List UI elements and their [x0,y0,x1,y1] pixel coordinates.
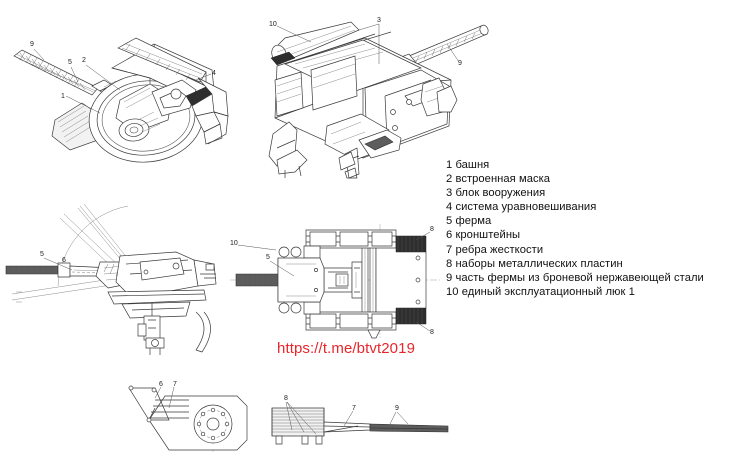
view-bracket-detail: 6 7 [125,378,270,456]
callout-4: 4 [212,70,216,77]
rear-curved-element [195,311,211,353]
legend-item-7: 7 ребра жесткости [446,243,736,257]
callouts: 5 10 8 8 [230,226,434,336]
view-side-elevation: 5 6 [0,190,235,355]
turret-base [107,289,207,319]
callouts: 8 7 9 [284,395,409,435]
callout-10: 10 [230,240,238,247]
maintenance-hatch [270,21,360,66]
legend-num-5: 5 [446,215,453,228]
watermark-url: https://t.me/btvt2019 [277,340,416,357]
callout-7: 7 [173,381,177,388]
legend-item-4: 4 система уравновешивания [446,200,736,214]
legend-list: 1 башня 2 встроенная маска 3 блок вооруж… [446,158,736,299]
callout-6: 6 [159,381,163,388]
legend-text-4: система уравновешивания [455,201,597,214]
bolt-circle [193,404,233,444]
legend-text-2: встроенная маска [455,173,551,186]
plate-stack [271,407,325,445]
hatch-circles [278,245,321,315]
view-plate-stack-detail: 8 7 9 [262,392,457,454]
legend-num-3: 3 [446,187,453,200]
callouts: 6 7 [154,381,177,409]
legend-num-10: 10 [446,285,459,298]
legend-num-8: 8 [446,257,453,270]
legend-num-4: 4 [446,201,453,214]
legend-text-3: блок вооружения [455,187,546,200]
armor-truss-strip [369,423,449,433]
pedestal-hydraulics [137,302,165,355]
legend-item-5: 5 ферма [446,214,736,228]
legend-text-7: ребра жесткости [455,243,544,256]
upper-armament-bay [305,229,427,253]
callout-3: 3 [377,17,381,24]
legend-text-1: башня [455,159,490,171]
legend-text-10: единый эксплуатационный люк 1 [461,285,635,298]
callouts: 10 3 9 [269,17,462,67]
left-bay-walls [277,257,325,303]
legend-item-8: 8 наборы металлических пластин [446,257,736,271]
legend-num-6: 6 [446,229,453,242]
callout-6: 6 [62,257,66,264]
callout-9: 9 [458,60,462,67]
legend-item-1: 1 башня [446,158,736,172]
legend-num-7: 7 [446,243,453,256]
callout-1: 1 [61,93,65,100]
callout-2: 2 [82,57,86,64]
callout-7: 7 [352,405,356,412]
callouts: 9 5 2 1 4 [30,41,216,114]
legend-text-6: кронштейны [455,229,521,242]
legend-text-8: наборы металлических пластин [455,257,623,270]
callout-5: 5 [266,254,270,261]
turret-body [115,251,217,299]
legend-text-9: часть фермы из броневой нержавеющей стал… [455,271,704,284]
legend-item-3: 3 блок вооружения [446,186,736,200]
side-plates [197,77,229,145]
internal-equipment [115,79,197,142]
callout-9: 9 [395,405,399,412]
legend-text-5: ферма [455,215,492,228]
view-isometric-front: 9 5 2 1 4 [0,8,250,168]
bottom-stub [367,329,381,339]
callout-5: 5 [68,59,72,66]
turret-basket [324,113,402,179]
crew-seat [268,121,308,178]
callout-5: 5 [40,251,44,258]
callouts: 5 6 [40,251,73,271]
legend-num-1: 1 [446,159,453,171]
view-isometric-rear: 10 3 9 [255,8,510,179]
legend-item-9: 9 часть фермы из броневой нержавеющей ст… [446,271,736,285]
callout-8: 8 [284,395,288,402]
stiffening-ribs [149,399,189,419]
central-rails [361,239,377,323]
legend-num-2: 2 [446,173,453,186]
lower-armament-bay [305,307,427,331]
legend-item-10: 10 единый эксплуатационный люк 1 [446,285,736,299]
callout-8-top: 8 [430,226,434,233]
callout-8-bottom: 8 [430,329,434,336]
view-plan-top: 5 10 8 8 [228,218,443,343]
callout-9: 9 [30,41,34,48]
callout-10: 10 [269,21,277,28]
taper-rib [323,421,371,433]
legend-item-2: 2 встроенная маска [446,172,736,186]
legend-item-6: 6 кронштейны [446,228,736,242]
legend-num-9: 9 [446,271,453,284]
side-brackets [420,77,458,117]
breech-block [323,261,363,299]
